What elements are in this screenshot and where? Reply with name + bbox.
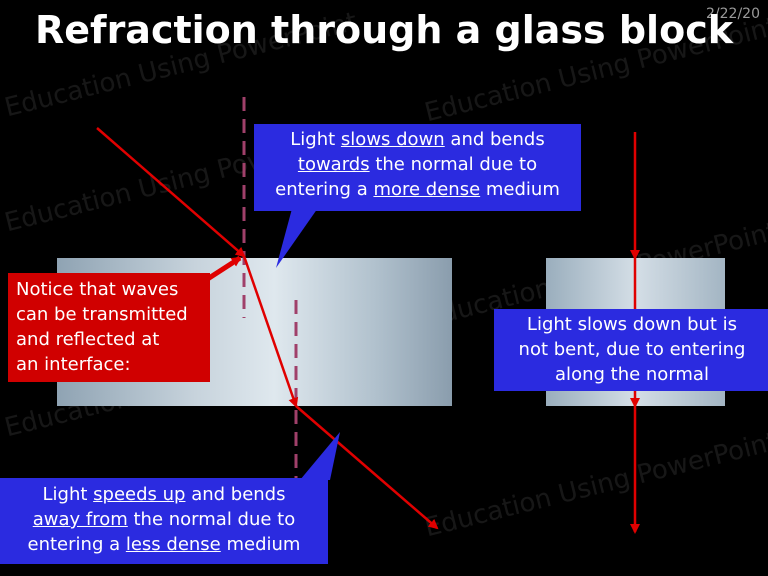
callout-transmitted-reflected: Notice that waves can be transmitted and… — [8, 273, 210, 382]
refracted-ray — [242, 255, 299, 408]
slide-title: Refraction through a glass block — [35, 8, 733, 52]
reflected-ray — [204, 255, 242, 283]
callout-not-bent: Light slows down but is not bent, due to… — [494, 309, 768, 391]
callout-slows-down: Light slows down and bends towards the n… — [254, 124, 581, 211]
incident-ray — [96, 127, 246, 258]
slide-date: 2/22/20 — [706, 6, 760, 22]
bottom-callout-pointer — [300, 432, 340, 480]
callout-speeds-up: Light speeds up and bends away from the … — [0, 478, 328, 564]
top-callout-pointer — [276, 205, 320, 268]
emergent-ray — [295, 405, 439, 530]
